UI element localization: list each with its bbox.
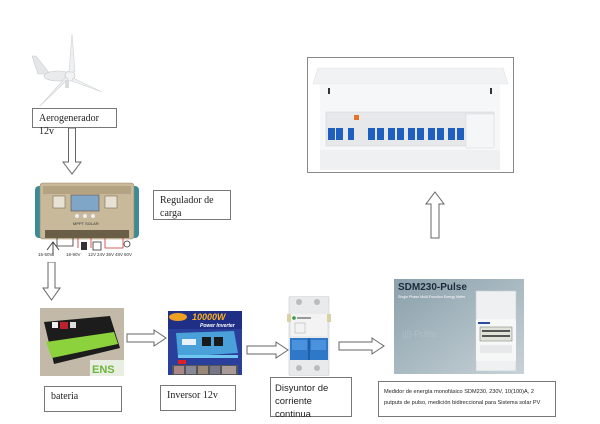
svg-text:||||-Pulse: ||||-Pulse (402, 329, 437, 339)
label-line: Medidor de energía monofásico SDM230, 23… (384, 389, 534, 395)
terminal-label: 60V (124, 252, 133, 257)
battery-label: bateria (44, 386, 122, 412)
charge-controller-image: MPPT SOLAR (33, 180, 141, 260)
label-line: Disyuntor de (275, 383, 329, 394)
label-line: Regulador de (160, 195, 214, 206)
label-line: putputs de pulso, medición bidireccional… (384, 400, 541, 406)
arrow-down-icon (62, 128, 82, 175)
inverter-watts-text: 10000W (192, 312, 227, 322)
arrow-down-icon (42, 262, 61, 301)
wind-turbine-image (28, 30, 108, 110)
dc-breaker-image (287, 296, 331, 376)
dc-breaker-label: Disyuntor de corriente continua (270, 377, 352, 420)
arrow-right-icon (246, 341, 289, 359)
arrow-right-icon (126, 329, 167, 347)
terminal-label: 18-90V (66, 252, 81, 257)
arrow-up-icon (425, 191, 445, 239)
wind-turbine-label: Aerogenerador 12v (32, 108, 117, 137)
terminal-label: 36V (106, 252, 115, 257)
controller-brand-text: MPPT SOLAR (73, 221, 99, 226)
terminal-label: 48V (115, 252, 124, 257)
inverter-title-text: Power Inverter (200, 323, 236, 329)
terminal-label: 24V (97, 252, 106, 257)
meter-title-text: SDM230-Pulse (398, 282, 467, 293)
meter-subtitle-text: Single Phase Multi-Function Energy Meter (398, 295, 466, 299)
terminal-label: 12V (88, 252, 97, 257)
distribution-board-image (312, 67, 509, 170)
inverter-label: Inversor 12v (160, 385, 236, 411)
battery-image: ENS (40, 308, 124, 376)
label-line: carga (160, 208, 182, 219)
terminal-label: 15-50V (38, 252, 53, 257)
energy-meter-image: SDM230-Pulse Single Phase Multi-Function… (394, 279, 524, 374)
inverter-image: 10000W Power Inverter (168, 311, 242, 375)
charge-controller-label: Regulador de carga (153, 190, 231, 220)
label-line: corriente continua (275, 396, 312, 420)
energy-meter-label: Medidor de energía monofásico SDM230, 23… (378, 381, 556, 417)
arrow-right-icon (338, 337, 385, 355)
distribution-board-frame (307, 57, 514, 173)
battery-brand-text: ENS (92, 364, 115, 376)
